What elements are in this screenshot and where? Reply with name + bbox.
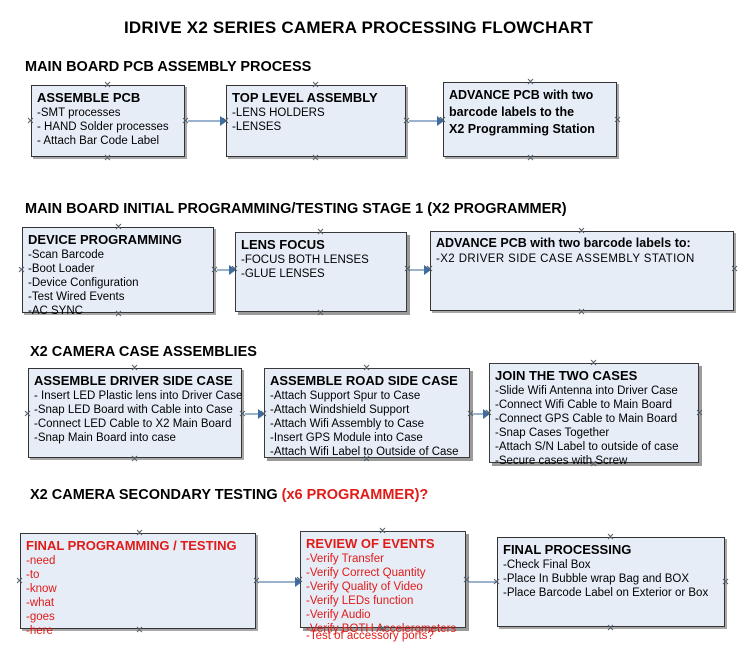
box-line: -SMT processes xyxy=(37,107,121,119)
arrow-top-level-to-advance-pcb xyxy=(409,120,439,122)
arrow-head-icon xyxy=(437,116,444,126)
arrow-head-icon xyxy=(295,577,302,587)
box-title: REVIEW OF EVENTS xyxy=(306,536,435,551)
section-heading-main-board-pcb-assembly: MAIN BOARD PCB ASSEMBLY PROCESS xyxy=(25,59,312,75)
box-final-programming-testing[interactable]: FINAL PROGRAMMING / TESTING -need -to -k… xyxy=(20,533,256,637)
box-line: -Attach S/N Label to outside of case xyxy=(495,441,679,453)
box-line: -AC SYNC xyxy=(28,305,83,317)
box-title: ASSEMBLE ROAD SIDE CASE xyxy=(270,373,458,388)
box-line: -here xyxy=(26,625,53,637)
box-line: barcode labels to the xyxy=(449,105,575,119)
box-line: -Connect LED Cable to X2 Main Board xyxy=(34,418,232,430)
box-title: FINAL PROGRAMMING / TESTING xyxy=(26,538,237,553)
box-assemble-driver-side-case[interactable]: ASSEMBLE DRIVER SIDE CASE - Insert LED P… xyxy=(28,368,242,458)
box-advance-pcb-to-programming-station[interactable]: ADVANCE PCB with two barcode labels to t… xyxy=(443,82,617,157)
arrow-head-icon xyxy=(229,265,236,275)
box-line: -Place Barcode Label on Exterior or Box xyxy=(503,587,709,599)
arrow-head-icon xyxy=(483,409,490,419)
box-line: -Snap Cases Together xyxy=(495,427,610,439)
box-line: ADVANCE PCB with two xyxy=(449,88,594,102)
box-line: -need xyxy=(26,555,56,567)
box-line: -Verify Audio xyxy=(306,609,371,621)
box-join-the-two-cases[interactable]: JOIN THE TWO CASES -Slide Wifi Antenna i… xyxy=(489,363,699,467)
box-line: -goes xyxy=(26,611,55,623)
box-assemble-pcb[interactable]: ASSEMBLE PCB -SMT processes - HAND Solde… xyxy=(31,85,185,157)
box-line: -Scan Barcode xyxy=(28,249,105,261)
box-line: -Snap LED Board with Cable into Case xyxy=(34,404,233,416)
box-line: -GLUE LENSES xyxy=(241,268,325,280)
box-line: -Verify BOTH Accelerometers xyxy=(306,623,457,635)
box-line: -Insert GPS Module into Case xyxy=(270,432,423,444)
box-assemble-road-side-case[interactable]: ASSEMBLE ROAD SIDE CASE -Attach Support … xyxy=(264,368,470,458)
box-lens-focus[interactable]: LENS FOCUS -FOCUS BOTH LENSES -GLUE LENS… xyxy=(235,232,407,312)
section-heading-text: X2 CAMERA SECONDARY TESTING xyxy=(30,487,282,503)
box-line: -what xyxy=(26,597,55,609)
box-title: JOIN THE TWO CASES xyxy=(495,368,638,383)
box-title: TOP LEVEL ASSEMBLY xyxy=(232,90,378,105)
section-heading-x2-camera-case-assemblies: X2 CAMERA CASE ASSEMBLIES xyxy=(30,344,257,360)
arrow-lens-focus-to-advance-pcb xyxy=(410,269,426,271)
box-line: -Secure cases with Screw xyxy=(495,455,628,467)
box-line: -Test Wired Events xyxy=(28,291,125,303)
box-line: -Place In Bubble wrap Bag and BOX xyxy=(503,573,690,585)
box-line: -Verify Correct Quantity xyxy=(306,567,426,579)
box-line: -X2 DRIVER SIDE CASE ASSEMBLY STATION xyxy=(436,253,695,265)
arrow-device-programming-to-lens-focus xyxy=(217,269,231,271)
box-advance-pcb-driver-side-station[interactable]: ADVANCE PCB with two barcode labels to: … xyxy=(430,231,734,311)
arrow-review-to-final-processing xyxy=(469,581,501,583)
box-line: -Verify Quality of Video xyxy=(306,581,423,593)
section-heading-x2-camera-secondary-testing: X2 CAMERA SECONDARY TESTING (x6 PROGRAMM… xyxy=(30,487,428,503)
box-line: X2 Programming Station xyxy=(449,122,595,136)
box-line: -Device Configuration xyxy=(28,277,139,289)
box-title: ADVANCE PCB with two barcode labels to: xyxy=(436,236,691,250)
section-heading-main-board-initial-programming: MAIN BOARD INITIAL PROGRAMMING/TESTING S… xyxy=(25,201,567,217)
box-line: -Slide Wifi Antenna into Driver Case xyxy=(495,385,678,397)
arrow-head-icon xyxy=(220,116,227,126)
box-line: -Attach Wifi Assembly to Case xyxy=(270,418,425,430)
box-line: -Verify LEDs function xyxy=(306,595,414,607)
arrow-head-icon xyxy=(258,409,265,419)
box-title: LENS FOCUS xyxy=(241,237,325,252)
box-device-programming[interactable]: DEVICE PROGRAMMING -Scan Barcode -Boot L… xyxy=(22,227,214,317)
box-line: -Snap Main Board into case xyxy=(34,432,176,444)
arrow-road-case-to-join-cases xyxy=(473,413,485,415)
box-review-of-events[interactable]: REVIEW OF EVENTS -Verify Transfer -Verif… xyxy=(300,531,466,642)
box-line: -LENS HOLDERS xyxy=(232,107,325,119)
page-title: IDRIVE X2 SERIES CAMERA PROCESSING FLOWC… xyxy=(124,18,594,37)
box-line: -Verify Transfer xyxy=(306,553,384,565)
box-line: -Check Final Box xyxy=(503,559,591,571)
box-overflow-line: -Test of accessory ports? xyxy=(306,630,434,642)
box-line: -Boot Loader xyxy=(28,263,95,275)
box-title: ASSEMBLE PCB xyxy=(37,90,141,105)
box-line: -FOCUS BOTH LENSES xyxy=(241,254,369,266)
box-line: -Connect GPS Cable to Main Board xyxy=(495,413,678,425)
box-title: DEVICE PROGRAMMING xyxy=(28,232,182,247)
box-line: -Attach Windshield Support xyxy=(270,404,410,416)
box-top-level-assembly[interactable]: TOP LEVEL ASSEMBLY -LENS HOLDERS -LENSES xyxy=(226,85,406,157)
box-title: ASSEMBLE DRIVER SIDE CASE xyxy=(34,373,233,388)
box-line: -know xyxy=(26,583,57,595)
box-final-processing[interactable]: FINAL PROCESSING -Check Final Box -Place… xyxy=(497,537,725,627)
arrow-head-icon xyxy=(424,265,431,275)
box-line: -Attach Wifi Label to Outside of Case xyxy=(270,446,459,458)
box-line: -LENSES xyxy=(232,121,282,133)
arrow-final-programming-to-review xyxy=(259,581,297,583)
box-line: - Insert LED Plastic lens into Driver Ca… xyxy=(34,390,243,402)
arrow-assemble-pcb-to-top-level xyxy=(188,120,222,122)
box-line: -Connect Wifi Cable to Main Board xyxy=(495,399,673,411)
section-heading-red-text: (x6 PROGRAMMER)? xyxy=(281,487,429,503)
box-line: -to xyxy=(26,569,40,581)
box-line: -Attach Support Spur to Case xyxy=(270,390,421,402)
box-title: FINAL PROCESSING xyxy=(503,542,632,557)
arrow-driver-case-to-road-case xyxy=(245,413,260,415)
box-line: - HAND Solder processes xyxy=(37,121,169,133)
box-line: - Attach Bar Code Label xyxy=(37,135,160,147)
